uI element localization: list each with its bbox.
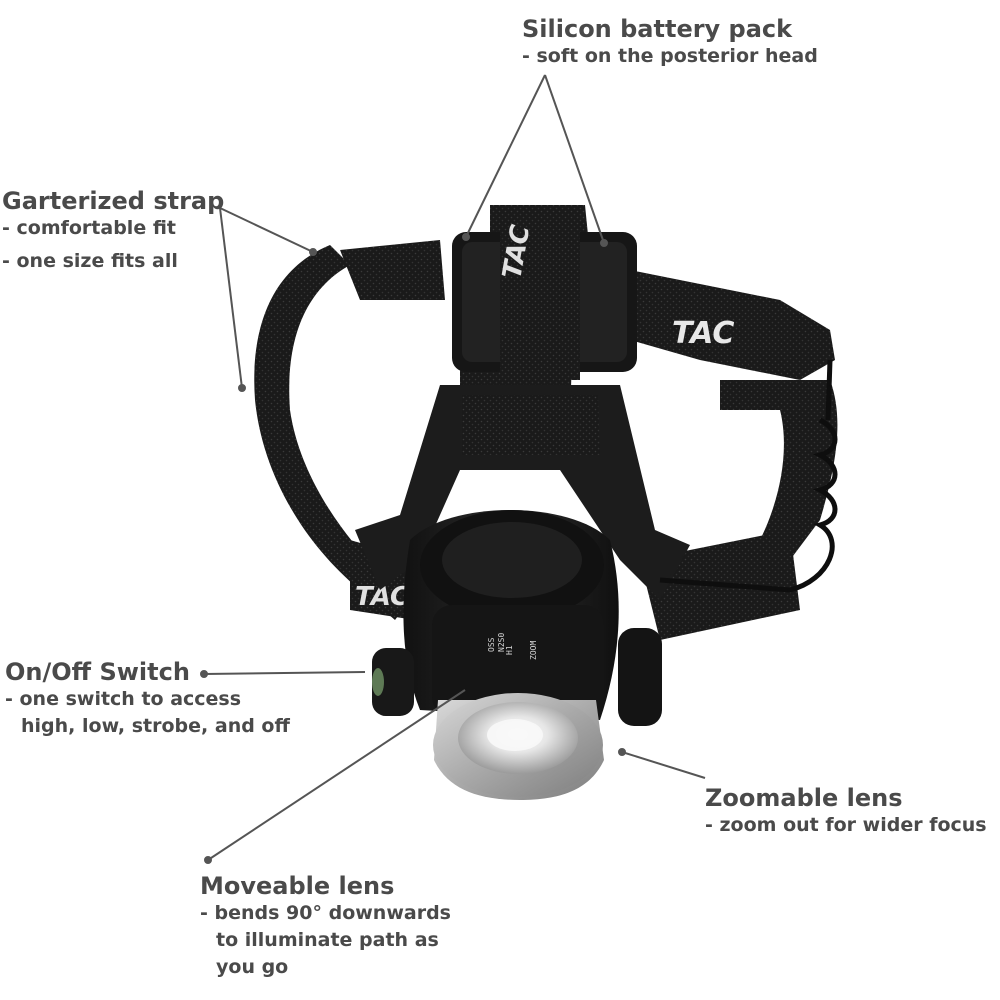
callout-strap-line-2: - one size fits all xyxy=(2,250,178,272)
power-switch xyxy=(372,648,414,716)
callout-battery-line: - soft on the posterior head xyxy=(522,45,818,67)
callout-moveable-line-2: to illuminate path as xyxy=(216,929,439,951)
callout-moveable-line-3: you go xyxy=(216,956,289,978)
callout-switch-line-2: high, low, strobe, and off xyxy=(21,715,290,737)
callout-moveable-line-1: - bends 90° downwards xyxy=(200,902,451,924)
leader-lines xyxy=(200,74,706,864)
callout-switch: On/Off Switch - one switch to access hig… xyxy=(5,658,290,740)
battery-pack xyxy=(452,230,637,380)
lens-assembly xyxy=(433,693,604,800)
callout-switch-line-1: - one switch to access xyxy=(5,688,242,710)
dial-mark-n2s0: N2S0 xyxy=(497,633,506,652)
callout-strap: Garterized strap - comfortable fit - one… xyxy=(2,187,224,275)
dial-mark-oss: OSS xyxy=(487,637,496,652)
callout-strap-line-1: - comfortable fit xyxy=(2,217,176,239)
callout-strap-title: Garterized strap xyxy=(2,187,225,215)
strap-brand-right: TAC xyxy=(672,316,734,351)
callout-switch-title: On/Off Switch xyxy=(5,658,190,686)
coiled-cable xyxy=(659,359,838,593)
callout-battery-title: Silicon battery pack xyxy=(522,15,793,43)
callout-moveable: Moveable lens - bends 90° downwards to i… xyxy=(200,872,451,981)
callout-moveable-title: Moveable lens xyxy=(200,872,395,900)
mount-bracket xyxy=(355,385,690,600)
callout-zoom-line: - zoom out for wider focus xyxy=(705,814,987,836)
dial-mark-h1: H1 xyxy=(505,645,514,655)
lamp-head: ZOOM H1 N2S0 OSS xyxy=(403,510,619,720)
callout-battery: Silicon battery pack - soft on the poste… xyxy=(522,15,818,70)
callout-zoom: Zoomable lens - zoom out for wider focus xyxy=(705,784,987,839)
side-knob xyxy=(618,628,662,726)
callout-zoom-title: Zoomable lens xyxy=(705,784,903,812)
zoom-dial-markings: ZOOM H1 N2S0 OSS xyxy=(487,633,538,660)
dial-mark-zoom: ZOOM xyxy=(529,641,538,660)
